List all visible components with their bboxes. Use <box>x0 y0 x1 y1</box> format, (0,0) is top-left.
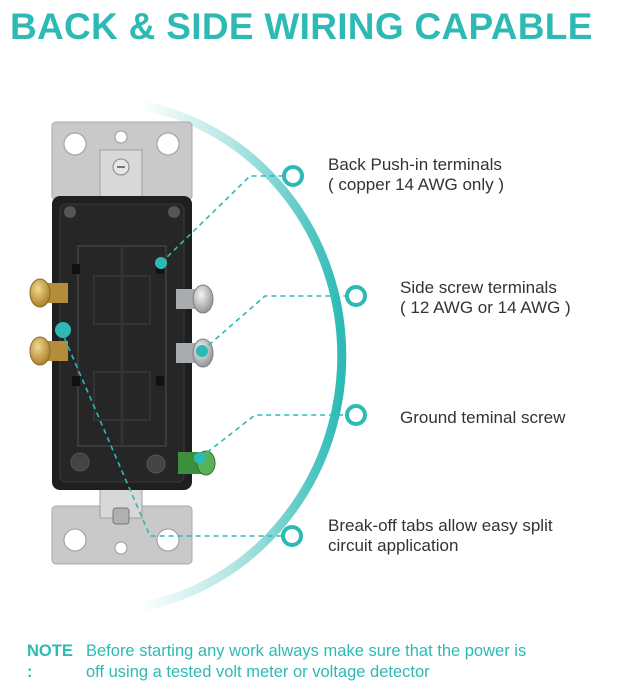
callout-back-push-in: Back Push-in terminals ( copper 14 AWG o… <box>328 155 504 195</box>
brass-screw-bottom <box>29 336 68 366</box>
target-dots <box>55 257 208 464</box>
note-line: Before starting any work always make sur… <box>86 642 527 660</box>
note-text: Before starting any work always make sur… <box>86 641 626 683</box>
note-key: NOTE : <box>27 642 73 681</box>
receptacle-body <box>52 196 192 490</box>
callout-line: Break-off tabs allow easy split <box>328 516 553 535</box>
callout-line: Back Push-in terminals <box>328 155 502 174</box>
callout-break-off-tabs: Break-off tabs allow easy split circuit … <box>328 516 553 556</box>
leader-lines <box>60 175 356 537</box>
page-title: BACK & SIDE WIRING CAPABLE <box>10 6 593 47</box>
callout-arc <box>135 100 347 612</box>
mounting-strap-bottom <box>51 487 193 565</box>
callout-line: ( copper 14 AWG only ) <box>328 175 505 194</box>
arc-nodes <box>281 165 367 547</box>
callout-side-screw: Side screw terminals ( 12 AWG or 14 AWG … <box>400 278 571 318</box>
callout-line: circuit application <box>328 536 459 555</box>
brass-screw-top <box>29 278 68 308</box>
callout-ground-screw: Ground teminal screw <box>400 408 565 428</box>
callout-line: Ground teminal screw <box>400 408 566 427</box>
silver-screw-top <box>176 284 214 314</box>
note-line: off using a tested volt meter or voltage… <box>86 663 430 681</box>
callout-line: ( 12 AWG or 14 AWG ) <box>400 298 571 317</box>
mounting-strap-top <box>51 121 193 201</box>
callout-line: Side screw terminals <box>400 278 557 297</box>
